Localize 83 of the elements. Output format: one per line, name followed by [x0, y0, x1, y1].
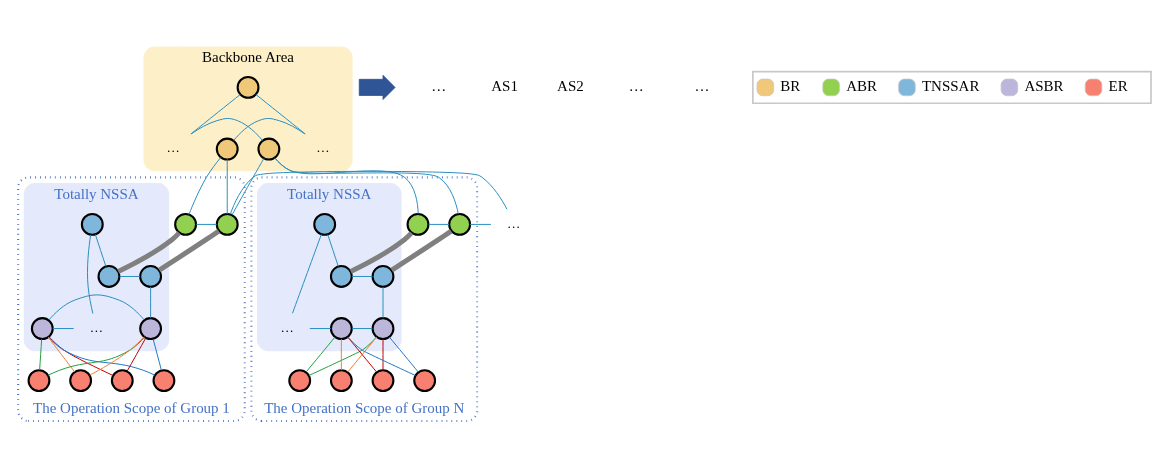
node-circle — [30, 317, 54, 340]
connector — [231, 157, 265, 216]
connector — [152, 338, 162, 371]
node-circle — [371, 265, 395, 288]
connector — [351, 276, 373, 277]
legend-label: ER — [1108, 78, 1128, 95]
node-circle — [139, 317, 163, 340]
connector — [382, 286, 384, 319]
connector — [94, 234, 107, 267]
connector — [351, 328, 373, 330]
node-circle — [152, 369, 176, 393]
node-circle — [110, 369, 134, 393]
legend-label: ASBR — [1024, 78, 1064, 95]
connector — [349, 231, 414, 274]
connector — [388, 336, 419, 373]
node-text: … — [316, 140, 330, 156]
node-circle — [69, 369, 93, 393]
node-circle — [139, 265, 163, 288]
connector — [188, 156, 222, 215]
connector — [292, 233, 322, 314]
node-circle — [257, 137, 281, 161]
legend-label: ABR — [846, 78, 877, 95]
connector — [274, 157, 459, 215]
node-text: … — [166, 140, 180, 156]
node-circle — [329, 369, 353, 393]
connector — [340, 338, 342, 371]
node-circle — [448, 212, 472, 236]
node-circle — [413, 369, 437, 393]
node-circle — [371, 317, 395, 340]
label: … — [628, 78, 644, 95]
connector — [226, 159, 228, 215]
node-circle — [236, 75, 260, 99]
node-circle — [371, 369, 395, 393]
label: AS1 — [491, 78, 518, 95]
connector — [274, 157, 419, 215]
node-circle — [80, 212, 104, 236]
node-text: … — [89, 319, 104, 335]
connector — [190, 93, 241, 135]
connector — [305, 336, 336, 373]
node-arrow — [358, 74, 396, 100]
connector — [309, 328, 332, 330]
connector — [327, 234, 339, 267]
connector — [308, 336, 378, 376]
connector — [390, 229, 453, 273]
label: … — [694, 78, 710, 95]
legend-label: BR — [780, 78, 801, 95]
node-circle — [288, 369, 312, 393]
connector — [39, 338, 43, 371]
connector — [347, 336, 378, 373]
connector — [233, 118, 306, 141]
node-text: … — [507, 215, 521, 231]
connector — [158, 229, 221, 273]
node-circle — [97, 265, 121, 288]
connector — [119, 276, 141, 277]
node-circle — [329, 265, 353, 288]
node-circle — [174, 212, 198, 236]
node-text: … — [280, 319, 294, 335]
connector — [190, 118, 263, 141]
connector — [347, 336, 416, 376]
connector — [428, 223, 450, 225]
node-circle — [215, 212, 239, 236]
label: … — [431, 78, 447, 95]
connector — [52, 328, 75, 330]
connector — [117, 231, 181, 274]
connector — [48, 336, 114, 376]
connector — [150, 286, 152, 319]
connector — [195, 223, 218, 225]
connector — [229, 170, 508, 215]
connector — [382, 338, 384, 371]
connector — [89, 336, 145, 376]
node-circle — [406, 212, 430, 236]
connector — [47, 336, 76, 373]
connector — [255, 93, 306, 135]
node-circle — [27, 369, 51, 393]
connector — [469, 223, 492, 225]
node-circle — [329, 317, 353, 340]
label: AS2 — [557, 78, 584, 95]
node-circle — [313, 212, 337, 236]
connector — [126, 337, 147, 372]
connector — [87, 234, 94, 314]
legend-label: TNSSAR — [921, 78, 980, 95]
node-circle — [215, 137, 239, 161]
connector — [48, 294, 145, 321]
